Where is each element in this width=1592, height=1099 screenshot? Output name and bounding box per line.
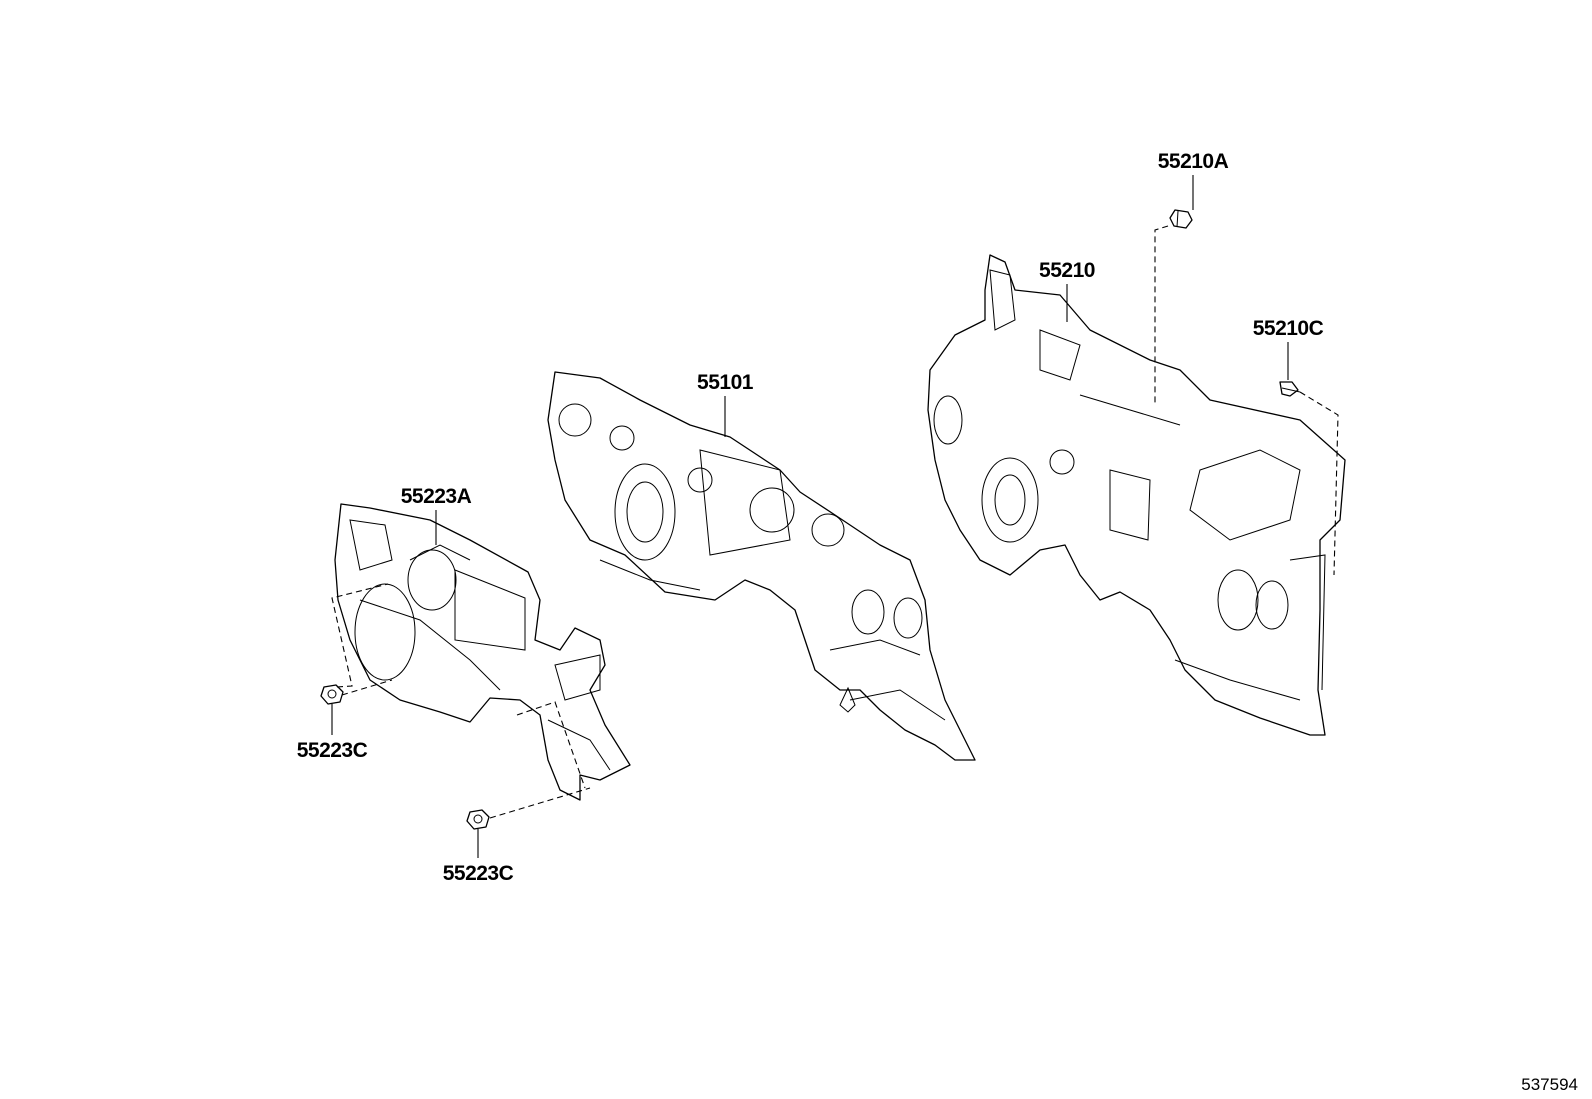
leader-lines	[331, 175, 1289, 858]
callout-55210: 55210	[1039, 259, 1095, 282]
part-55101-insulator	[547, 371, 976, 761]
callout-55223C-left: 55223C	[297, 739, 368, 762]
callout-55210A: 55210A	[1158, 150, 1229, 173]
callout-55223C-bottom: 55223C	[443, 862, 514, 885]
part-55223A-silencer	[334, 503, 631, 801]
fastener-55210C	[1279, 381, 1301, 397]
fastener-55210A	[1169, 209, 1193, 229]
part-55210-silencer	[927, 254, 1346, 736]
assembly-dashed-lines	[331, 225, 1339, 819]
callout-55223A: 55223A	[401, 485, 472, 508]
figure-number: 537594	[1521, 1075, 1578, 1094]
callout-55101: 55101	[697, 371, 754, 394]
callout-55210C: 55210C	[1253, 317, 1324, 340]
fastener-55223C-bottom	[466, 809, 490, 830]
fastener-55223C-left	[320, 684, 344, 705]
